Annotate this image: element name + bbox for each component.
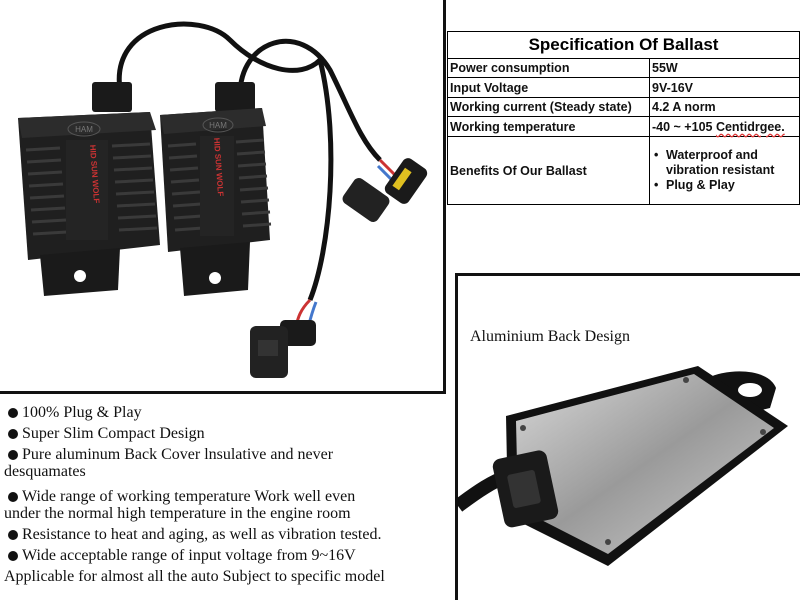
feature-text-continued: under the normal high temperature in the… [4, 505, 351, 522]
aluminium-title: Aluminium Back Design [470, 328, 630, 345]
spec-label: Working temperature [447, 116, 650, 138]
feature-item: Wide acceptable range of input voltage f… [4, 547, 464, 564]
spec-value: 9V-16V [648, 77, 800, 98]
side-text-right: HID SUN WOLF [212, 138, 225, 197]
spec-label: Power consumption [447, 57, 650, 79]
ballast-pair-illustration: HAM HID SUN WOLF HAM HID SUN WOLF [18, 21, 428, 378]
spec-label: Input Voltage [447, 77, 650, 98]
brand-logo-left: HAM [75, 125, 93, 134]
feature-text: 100% Plug & Play [22, 404, 142, 421]
benefits-list: Waterproof and vibration resistant Plug … [652, 148, 797, 193]
bullet-icon [8, 408, 18, 418]
benefit-item: Waterproof and vibration resistant [652, 148, 797, 178]
spec-label: Working current (Steady state) [447, 96, 650, 118]
feature-text: Pure aluminum Back Cover lnsulative and … [22, 446, 334, 463]
spec-value-underlined: Centidrgee. [715, 119, 785, 134]
spec-row: Input Voltage 9V-16V [447, 77, 800, 98]
feature-item: 100% Plug & Play [4, 404, 464, 421]
benefit-item: Plug & Play [652, 178, 797, 193]
ballast-right [160, 82, 272, 296]
aluminium-back-illustration [458, 366, 788, 566]
feature-text: Wide acceptable range of input voltage f… [22, 547, 356, 564]
spec-table-title: Specification Of Ballast [446, 31, 800, 59]
side-text-left: HID SUN WOLF [88, 145, 101, 204]
bullet-icon [8, 429, 18, 439]
spec-table: Specification Of Ballast Power consumpti… [446, 31, 800, 205]
spec-row-benefits: Benefits Of Our Ballast Waterproof and v… [447, 136, 800, 205]
spec-value: 4.2 A norm [648, 96, 800, 118]
benefits-label: Benefits Of Our Ballast [447, 136, 650, 205]
feature-item: Wide range of working temperature Work w… [4, 488, 464, 522]
connector-right [342, 158, 428, 222]
bullet-icon [8, 551, 18, 561]
feature-text: Wide range of working temperature Work w… [22, 488, 356, 505]
feature-text: Applicable for almost all the auto Subje… [4, 568, 385, 585]
features-list: 100% Plug & Play Super Slim Compact Desi… [4, 404, 464, 589]
bullet-icon [8, 492, 18, 502]
feature-text: Super Slim Compact Design [22, 425, 205, 442]
aluminium-panel: Aluminium Back Design [455, 273, 800, 600]
feature-text: Resistance to heat and aging, as well as… [22, 526, 382, 543]
feature-item: Pure aluminum Back Cover lnsulative and … [4, 446, 464, 480]
spec-row: Working current (Steady state) 4.2 A nor… [447, 96, 800, 118]
product-photo-panel: HAM HID SUN WOLF HAM HID SUN WOLF [0, 0, 446, 394]
feature-item: Applicable for almost all the auto Subje… [4, 568, 464, 585]
feature-text-continued: desquamates [4, 463, 86, 480]
feature-item: Resistance to heat and aging, as well as… [4, 526, 464, 543]
connector-bottom [250, 320, 316, 378]
ballast-left [18, 82, 160, 296]
bullet-icon [8, 530, 18, 540]
spec-value: -40 ~ +105 Centidrgee. [648, 116, 800, 138]
spec-row: Power consumption 55W [447, 57, 800, 79]
bullet-icon [8, 450, 18, 460]
brand-logo-right: HAM [209, 121, 227, 130]
benefits-cell: Waterproof and vibration resistant Plug … [648, 136, 800, 205]
feature-item: Super Slim Compact Design [4, 425, 464, 442]
spec-row: Working temperature -40 ~ +105 Centidrge… [447, 116, 800, 138]
spec-value: 55W [648, 57, 800, 79]
spec-value-prefix: -40 ~ +105 [652, 119, 716, 134]
